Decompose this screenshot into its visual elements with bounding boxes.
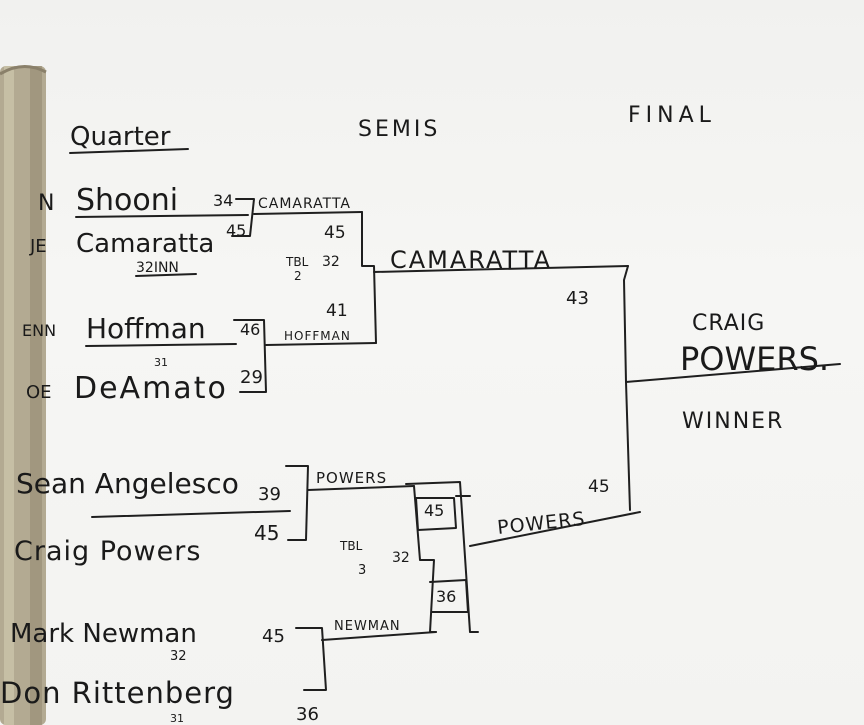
sf-name-4: NEWMAN <box>334 619 401 634</box>
qf-name-6: Craig Powers <box>14 536 201 567</box>
sf-score-4: 36 <box>436 587 456 606</box>
qf-name-5: Sean Angelesco <box>16 467 239 500</box>
qf-underline-1 <box>75 214 249 218</box>
qf-score-2: 45 <box>226 221 246 240</box>
qf-note-8: 31 <box>170 712 184 725</box>
sf-name-3: POWERS <box>316 469 387 487</box>
champion-last: POWERS. <box>680 340 829 378</box>
header-quarter: Quarter <box>70 122 171 152</box>
qf-score-7: 45 <box>262 626 285 647</box>
sf-line-2 <box>265 342 377 346</box>
qf-score-8: 36 <box>296 704 319 725</box>
qf-note-2-underline <box>135 273 197 277</box>
qf-name-2: Camaratta <box>76 229 214 259</box>
sf-name-2: HOFFMAN <box>284 329 351 343</box>
sf-score-box-4 <box>429 579 469 613</box>
final-score-2: 45 <box>588 477 610 497</box>
qf-name-1: Shooni <box>76 183 178 218</box>
qf-note-7: 32 <box>170 649 187 664</box>
qf-bracket-4 <box>295 627 327 691</box>
sf-tb-label2-2: 3 <box>358 563 366 578</box>
final-name-2: POWERS <box>496 508 586 539</box>
header-final: FINAL <box>628 103 716 128</box>
qf-bracket-1 <box>231 198 255 237</box>
qf-prefix-3: ENN <box>22 321 56 340</box>
sf-line-1 <box>253 211 363 215</box>
qf-prefix-4: OE <box>26 382 52 403</box>
qf-note-4: 31 <box>154 356 168 369</box>
sf-tb-label-1: TBL <box>285 255 309 269</box>
header-quarter-underline <box>69 148 189 154</box>
qf-score-1: 34 <box>213 191 233 210</box>
sf-score-1: 45 <box>324 223 346 243</box>
final-name-1: CAMARATTA <box>390 246 552 274</box>
sf-line-4 <box>321 631 437 641</box>
final-line-2 <box>469 511 641 547</box>
header-semis: SEMIS <box>358 117 440 142</box>
sf-score-3: 45 <box>424 501 444 520</box>
qf-name-4: DeAmato <box>74 371 228 406</box>
final-score-1: 43 <box>566 288 589 309</box>
champion-first: CRAIG <box>692 311 765 336</box>
qf-underline-5 <box>91 510 291 518</box>
sf-bracket-top <box>361 211 377 344</box>
sf-tb-score-1: 32 <box>322 254 340 270</box>
final-line-1 <box>373 265 629 273</box>
sf-score-box-3 <box>415 497 457 531</box>
sf-score-2: 41 <box>326 301 348 321</box>
sf-line-3 <box>307 485 415 491</box>
qf-bracket-3 <box>285 465 309 541</box>
binder-clip <box>0 65 47 725</box>
sf-tb-score-2: 32 <box>392 550 410 566</box>
sf-bracket-bottom-left <box>413 485 437 633</box>
sf-tb-label-2: TBL <box>339 539 363 553</box>
qf-prefix-1: N <box>38 191 54 216</box>
qf-name-8: Don Rittenberg <box>0 676 235 710</box>
qf-score-5: 39 <box>258 484 281 505</box>
champion-label: WINNER <box>682 409 784 434</box>
sf-name-1: CAMARATTA <box>258 196 351 212</box>
champion-line <box>625 363 841 383</box>
qf-note-2: 32INN <box>136 260 179 276</box>
sf-tb-label2-1: 2 <box>294 269 302 283</box>
qf-name-7: Mark Newman <box>10 619 197 649</box>
qf-name-3: Hoffman <box>86 312 206 345</box>
final-bracket <box>623 265 631 511</box>
qf-underline-3 <box>85 343 237 347</box>
qf-bracket-2 <box>233 319 267 393</box>
qf-score-6: 45 <box>254 521 279 545</box>
qf-score-3: 46 <box>240 320 260 339</box>
qf-prefix-2: JE <box>29 236 47 257</box>
sf-bracket-bottom-right <box>405 481 479 633</box>
qf-score-4: 29 <box>240 367 263 388</box>
